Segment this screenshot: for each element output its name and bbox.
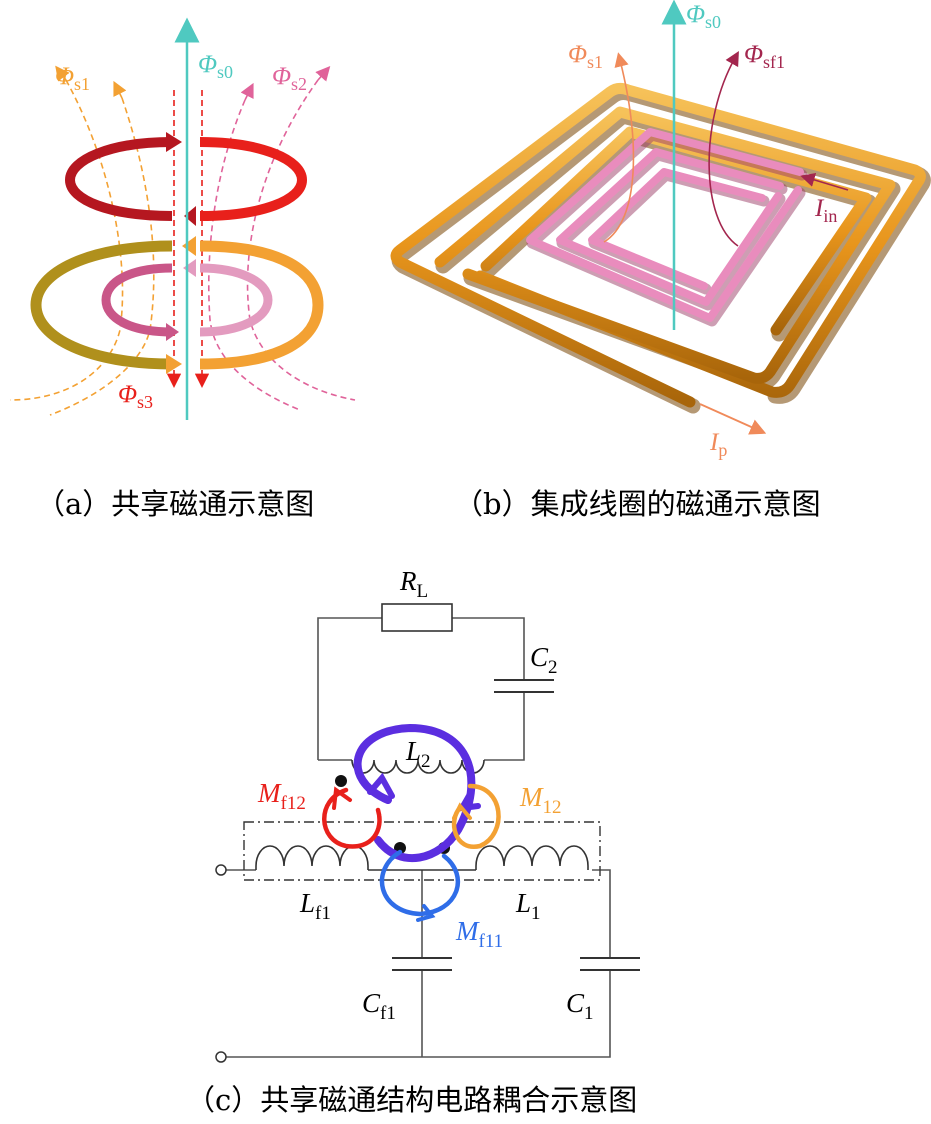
label-phi-s0-b: Φs0: [686, 1, 721, 32]
panel-b: Φs0 Φs1 Φsf1 Iin Ip （b）集成线圈的磁通示意图: [390, 0, 931, 521]
resistor-rl: [381, 603, 453, 632]
caption-c: （c）共享磁通结构电路耦合示意图: [186, 1083, 637, 1117]
inductor-l2: [351, 759, 485, 774]
inductor-lf1: [255, 845, 369, 870]
caption-b: （b）集成线圈的磁通示意图: [454, 487, 821, 521]
label-lf1: Lf1: [299, 888, 331, 924]
label-mf11: Mf11: [455, 916, 503, 952]
inductor-l1: [475, 845, 589, 870]
label-c2: C2: [530, 642, 558, 678]
capacitor-cf1: [392, 957, 452, 971]
label-i-p: Ip: [709, 429, 727, 460]
label-mf12: Mf12: [257, 778, 306, 814]
label-i-in: Iin: [814, 195, 837, 226]
label-l1: L1: [515, 888, 541, 924]
arrow-i-p: [699, 403, 767, 435]
inner-coil: [526, 128, 808, 327]
label-phi-s1-b: Φs1: [568, 41, 603, 72]
terminal-bottom: [215, 1051, 227, 1063]
panel-a: Φs0 Φs1 Φs2 Φs3 （a）共享磁通示意图: [9, 17, 356, 521]
caption-a: （a）共享磁通示意图: [36, 487, 314, 521]
coupling-loops: [322, 723, 501, 922]
capacitor-c1: [580, 957, 640, 971]
magnetic-core: [243, 821, 601, 881]
label-phi-s2-a: Φs2: [272, 63, 307, 94]
label-phi-s1-a: Φs1: [55, 63, 90, 94]
label-phi-s0-a: Φs0: [198, 51, 233, 82]
label-rl: RL: [399, 566, 428, 602]
flux-lines-a: [9, 65, 356, 416]
label-phi-sf1-b: Φsf1: [744, 41, 785, 72]
ring-bottom-outer: [30, 236, 324, 374]
flux-phi-sf1-b: [708, 51, 739, 247]
dot-l2: [335, 775, 347, 787]
label-l2: L2: [405, 736, 431, 772]
label-cf1: Cf1: [362, 988, 396, 1024]
ring-top-red: [64, 132, 308, 226]
flux-phi-s1-b: [603, 52, 635, 243]
dot-lf1: [394, 842, 406, 854]
panel-c: RL C2 L2 Mf12 M12 Lf1 L1 Mf11 Cf1 C1 （c）…: [186, 566, 640, 1117]
capacitor-c2: [494, 679, 554, 693]
label-phi-s3-a: Φs3: [118, 381, 153, 412]
arrow-i-in: [800, 172, 849, 191]
label-c1: C1: [566, 988, 594, 1024]
terminal-top: [215, 864, 227, 876]
label-m12: M12: [519, 782, 562, 818]
outer-coil: [390, 82, 931, 414]
ring-bottom-inner: [101, 259, 273, 341]
circuit-wires: [224, 617, 611, 1058]
